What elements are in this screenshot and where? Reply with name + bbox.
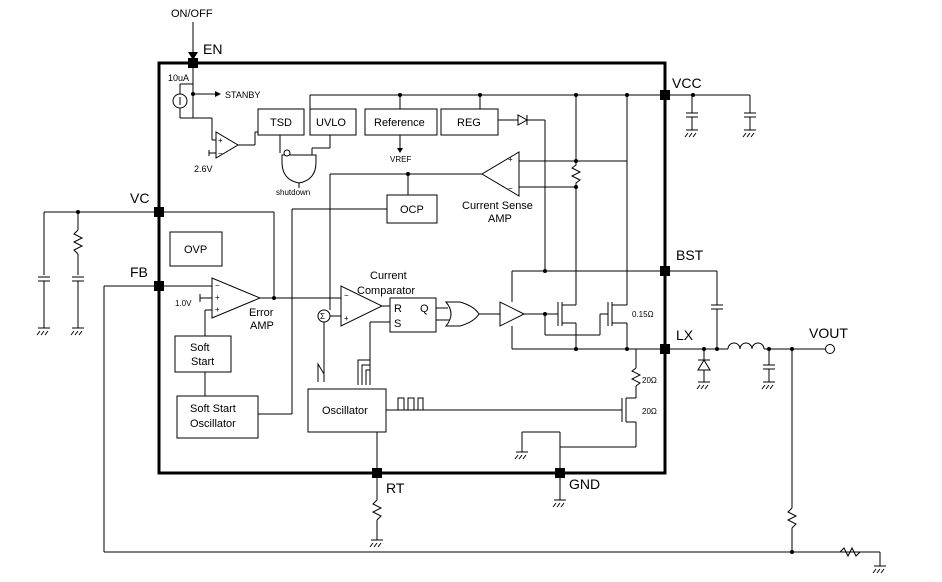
oscillator-block: Oscillator bbox=[307, 388, 424, 433]
svg-text:TSD: TSD bbox=[270, 117, 292, 129]
svg-text:+: + bbox=[215, 305, 220, 314]
svg-text:−: − bbox=[215, 281, 220, 290]
pin-bst: BST bbox=[660, 247, 723, 349]
pin-en: ON/OFF EN bbox=[171, 8, 222, 68]
svg-text:Reference: Reference bbox=[374, 117, 425, 129]
rt-pin-label: RT bbox=[386, 480, 405, 496]
svg-text:Soft: Soft bbox=[190, 342, 210, 354]
reference-block: Reference bbox=[364, 108, 438, 136]
ocp-block: OCP bbox=[258, 194, 438, 415]
supply-rail: VREF bbox=[309, 93, 660, 271]
pin-vcc: VCC bbox=[660, 75, 756, 130]
on-off-label: ON/OFF bbox=[171, 8, 213, 20]
svg-text:+: + bbox=[344, 314, 349, 323]
current-comparator: − + Current Comparator bbox=[318, 270, 415, 327]
r-015-label: 0.15Ω bbox=[632, 310, 654, 319]
error-amp: − + + 1.0V Error AMP bbox=[164, 277, 318, 336]
r-20b-label: 20Ω bbox=[642, 407, 657, 416]
svg-text:AMP: AMP bbox=[488, 213, 512, 225]
svg-text:−: − bbox=[218, 149, 223, 158]
svg-text:Comparator: Comparator bbox=[357, 285, 415, 297]
svg-text:AMP: AMP bbox=[250, 320, 274, 332]
svg-text:+: + bbox=[508, 155, 513, 164]
svg-text:OCP: OCP bbox=[400, 204, 424, 216]
svg-text:Σ: Σ bbox=[320, 312, 325, 321]
uvlo-block: UVLO bbox=[309, 108, 357, 136]
or-gate bbox=[436, 301, 500, 327]
svg-text:OVP: OVP bbox=[184, 244, 207, 256]
svg-text:Oscillator: Oscillator bbox=[322, 405, 368, 417]
summing-node: Σ bbox=[317, 309, 341, 382]
sense-mosfet: 0.15Ω bbox=[599, 302, 654, 349]
high-side-mosfet bbox=[543, 302, 600, 349]
svg-text:−: − bbox=[508, 184, 513, 193]
r-20a-label: 20Ω bbox=[642, 376, 657, 385]
svg-text:Oscillator: Oscillator bbox=[190, 418, 236, 430]
v-1v0-label: 1.0V bbox=[175, 299, 192, 308]
soft-start-block: Soft Start bbox=[174, 335, 232, 396]
current-sense-amp: + − Current Sense AMP bbox=[329, 95, 628, 310]
vc-pin-label: VC bbox=[130, 190, 149, 206]
lx-pin-label: LX bbox=[676, 327, 694, 343]
standby-label: STANBY bbox=[225, 90, 260, 100]
ovp-block: OVP bbox=[169, 231, 223, 267]
soft-start-oscillator-block: Soft Start Oscillator bbox=[176, 395, 259, 439]
svg-text:+: + bbox=[218, 136, 223, 145]
shutdown-label: shutdown bbox=[276, 188, 310, 197]
rs-latch: R S Q bbox=[357, 297, 448, 385]
svg-text:Start: Start bbox=[191, 356, 214, 368]
current-comparator-label: Current bbox=[370, 270, 407, 282]
svg-text:UVLO: UVLO bbox=[316, 117, 346, 129]
gnd-pin-label: GND bbox=[569, 476, 600, 492]
svg-text:−: − bbox=[344, 291, 349, 300]
v-2v6-label: 2.6V bbox=[194, 164, 213, 174]
current-source-label: 10uA bbox=[168, 73, 189, 83]
ground-icon bbox=[36, 129, 886, 574]
tsd-block: TSD bbox=[257, 108, 305, 136]
svg-text:Q: Q bbox=[420, 303, 429, 315]
fb-pin-label: FB bbox=[130, 264, 148, 280]
svg-text:Soft Start: Soft Start bbox=[190, 403, 236, 415]
vout-label: VOUT bbox=[809, 325, 848, 341]
error-amp-label: Error bbox=[249, 307, 274, 319]
svg-text:REG: REG bbox=[457, 117, 481, 129]
en-pin-label: EN bbox=[203, 41, 222, 57]
reg-block: REG bbox=[440, 108, 499, 136]
pin-vc: VC bbox=[38, 190, 164, 328]
svg-text:+: + bbox=[215, 293, 220, 302]
shutdown-gate: shutdown bbox=[276, 135, 331, 197]
current-sense-label: Current Sense bbox=[462, 200, 533, 212]
gate-driver bbox=[499, 269, 660, 350]
bst-pin-label: BST bbox=[676, 247, 704, 263]
pin-gnd: GND bbox=[555, 447, 600, 500]
svg-text:S: S bbox=[394, 318, 401, 330]
pin-rt: RT bbox=[371, 432, 405, 540]
svg-text:R: R bbox=[394, 303, 402, 315]
pin-fb: FB bbox=[103, 264, 880, 553]
pin-lx: LX VOUT bbox=[660, 325, 881, 566]
vcc-pin-label: VCC bbox=[672, 75, 702, 91]
vref-label: VREF bbox=[390, 155, 411, 164]
bleed-path: 20Ω 20Ω bbox=[386, 349, 657, 452]
